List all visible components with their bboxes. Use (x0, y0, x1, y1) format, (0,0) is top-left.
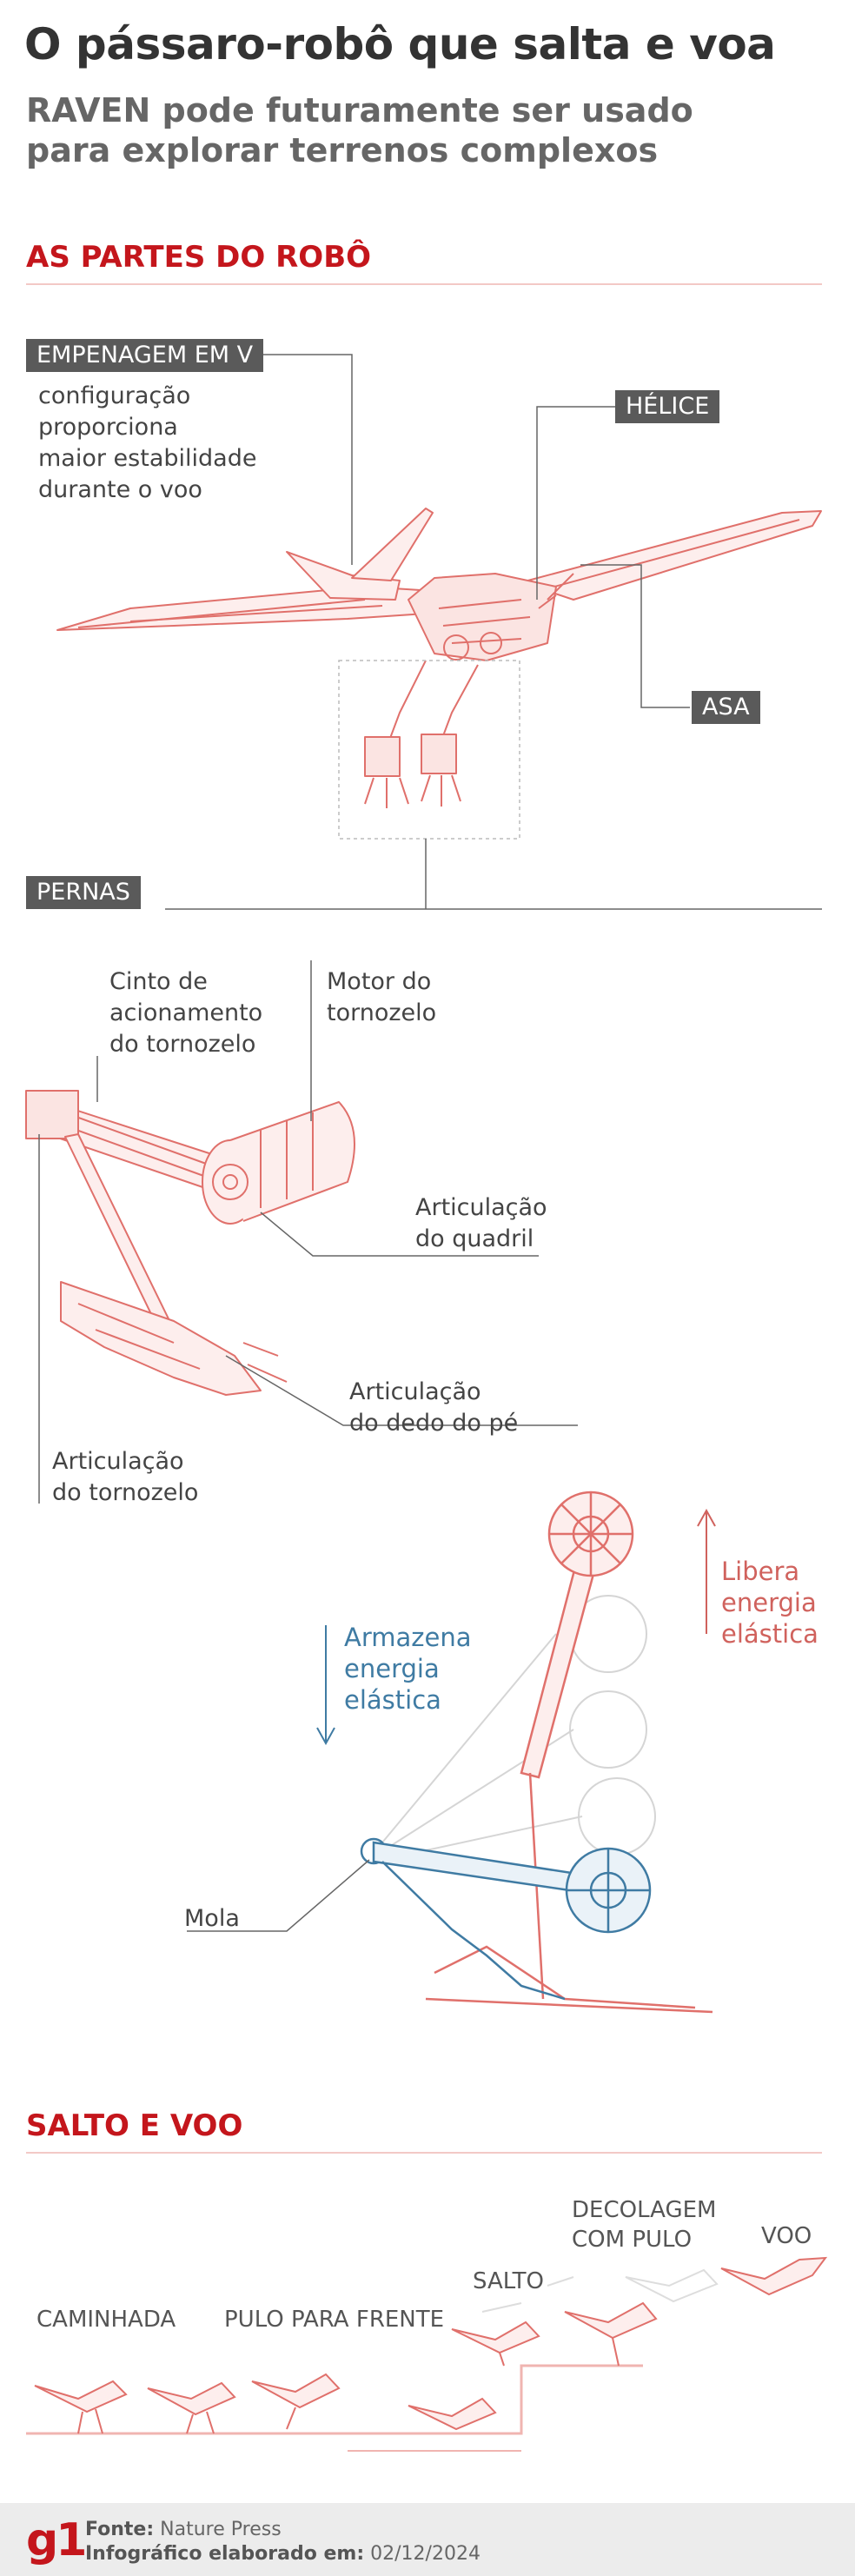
bird-flight (720, 2256, 828, 2296)
foot (60, 1281, 262, 1396)
robot-leg-left (386, 660, 427, 748)
label-ankle-joint: Articulação do tornozelo (52, 1448, 199, 1506)
v-tail-shape (286, 551, 401, 601)
robot-illustration (56, 354, 822, 910)
page-title: O pássaro-robô que salta e voa (24, 19, 776, 70)
stage-flight: VOO (761, 2223, 812, 2249)
section-heading-parts: AS PARTES DO ROBÔ (26, 240, 372, 275)
footer-source: Fonte: Nature Press (85, 2519, 282, 2540)
label-wing: ASA (692, 691, 760, 724)
footer-bar (0, 2503, 855, 2576)
g1-logo: g1 (26, 2514, 87, 2566)
label-legs: PERNAS (26, 876, 141, 909)
label-store-energy: Armazena energia elástica (344, 1623, 472, 1715)
label-toe-joint: Articulação do dedo do pé (349, 1378, 519, 1437)
label-ankle-motor: Motor do tornozelo (327, 968, 437, 1026)
bird-forward-jump (147, 2373, 341, 2434)
label-release-energy: Libera energia elástica (721, 1557, 819, 1649)
section-divider (26, 283, 822, 285)
ankle-block (25, 1090, 79, 1139)
stage-jump: SALTO (473, 2268, 545, 2294)
label-ankle-belt: Cinto de acionamento do tornozelo (109, 968, 263, 1058)
stage-walk: CAMINHADA (36, 2307, 176, 2333)
bird-takeoff (564, 2301, 658, 2367)
stage-takeoff: DECOLAGEM COM PULO (572, 2197, 717, 2253)
v-tail-description: configuração proporciona maior estabilid… (38, 382, 257, 503)
section-divider (26, 2152, 822, 2154)
subtitle-line-1: RAVEN pode futuramente ser usado (26, 91, 693, 129)
spring-illustration (187, 1490, 716, 2014)
spring (381, 1861, 566, 2001)
bird-jump (408, 2320, 540, 2431)
label-v-tail: EMPENAGEM EM V (26, 339, 264, 372)
leg-detail-illustration (25, 960, 578, 1504)
jump-sequence-illustration (26, 2256, 828, 2452)
bird-walk (34, 2380, 128, 2434)
label-spring: Mola (184, 1905, 240, 1932)
section-heading-jump: SALTO E VOO (26, 2108, 243, 2143)
footer-date: Infográfico elaborado em: 02/12/2024 (85, 2543, 481, 2565)
label-propeller: HÉLICE (615, 390, 720, 423)
label-hip-joint: Articulação do quadril (415, 1194, 547, 1252)
stage-forward-jump: PULO PARA FRENTE (224, 2307, 445, 2333)
subtitle-line-2: para explorar terrenos complexos (26, 131, 659, 169)
page-subtitle: RAVEN pode futuramente ser usado para ex… (26, 90, 808, 170)
